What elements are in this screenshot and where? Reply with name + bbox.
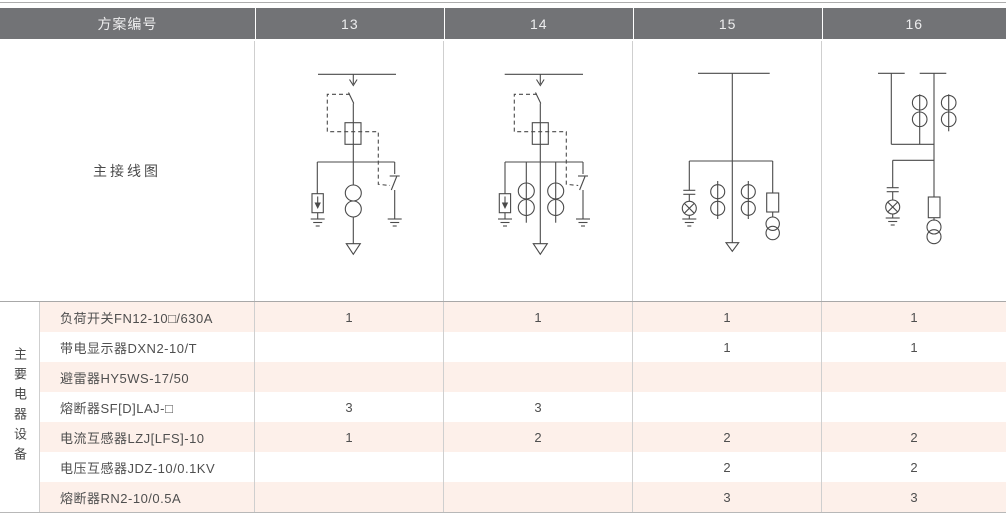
qty-scheme-14	[444, 362, 633, 392]
current-transformer-icon	[547, 162, 565, 223]
load-switch-icon	[535, 74, 545, 104]
header-scheme-number: 方案编号	[0, 8, 255, 39]
qty-scheme-14: 1	[444, 302, 633, 332]
arrester-icon	[498, 162, 512, 219]
fuse-icon	[531, 122, 549, 145]
qty-scheme-15: 1	[633, 302, 822, 332]
qty-scheme-13: 1	[255, 302, 444, 332]
qty-scheme-16	[822, 392, 1006, 422]
top-rule	[0, 2, 1006, 3]
diagram-row-label: 主接线图	[0, 41, 255, 301]
voltage-transformer-icon	[926, 196, 942, 245]
current-transformer-icon	[710, 181, 726, 219]
voltage-transformer-icon	[765, 161, 780, 241]
current-transformer-icon	[517, 162, 535, 223]
table-header-row: 方案编号 13 14 15 16	[0, 8, 1006, 39]
scheme-14-one-line-diagram	[498, 73, 590, 256]
table-row: 电压互感器JDZ-10/0.1KV 2 2	[40, 452, 1006, 482]
qty-scheme-15: 3	[633, 482, 822, 512]
qty-scheme-13: 3	[255, 392, 444, 422]
equipment-name: 熔断器SF[D]LAJ-□	[40, 392, 255, 422]
earthing-switch-icon	[387, 162, 402, 227]
qty-scheme-13	[255, 362, 444, 392]
qty-scheme-16: 2	[910, 429, 918, 445]
qty-scheme-14	[444, 452, 633, 482]
table-row: 负荷开关FN12-10□/630A 1 1 1 1	[40, 302, 1006, 332]
qty-scheme-16: 1	[910, 309, 918, 325]
fuse-icon	[344, 122, 362, 145]
earthing-switch-icon	[576, 162, 590, 227]
diagram-cell-15	[633, 41, 822, 301]
equipment-name: 负荷开关FN12-10□/630A	[40, 302, 255, 332]
header-scheme-15: 15	[632, 8, 822, 39]
qty-scheme-13	[255, 452, 444, 482]
equipment-name: 带电显示器DXN2-10/T	[40, 332, 255, 362]
equipment-name: 电流互感器LZJ[LFS]-10	[40, 422, 255, 452]
scheme-16-one-line-diagram	[878, 72, 957, 245]
arrester-icon	[311, 162, 324, 219]
outgoing-arrow-icon	[532, 243, 549, 256]
bottom-rule	[0, 512, 1006, 513]
qty-scheme-14	[444, 482, 633, 512]
live-display-lamp-icon	[885, 160, 901, 226]
interlock-dashed-line	[326, 93, 391, 187]
live-display-lamp-icon	[681, 161, 697, 227]
equipment-name: 电压互感器JDZ-10/0.1KV	[40, 452, 255, 482]
qty-scheme-13	[255, 332, 444, 362]
qty-scheme-13	[255, 482, 444, 512]
scheme-13-one-line-diagram	[310, 73, 402, 256]
equipment-section: 主要电器设备 负荷开关FN12-10□/630A 1 1 1 1 带电显示器DX…	[0, 302, 1006, 512]
scheme-15-one-line-diagram	[681, 72, 780, 253]
earth-icon	[498, 218, 512, 227]
header-scheme-14: 14	[443, 8, 633, 39]
outgoing-arrow-icon	[345, 243, 362, 256]
diagram-cell-14	[444, 41, 633, 301]
table-row: 电流互感器LZJ[LFS]-10 1 2 2 2	[40, 422, 1006, 452]
table-row: 熔断器SF[D]LAJ-□ 3 3	[40, 392, 1006, 422]
load-switch-icon	[348, 74, 358, 104]
qty-scheme-15: 1	[633, 332, 822, 362]
qty-scheme-14: 2	[444, 422, 633, 452]
equipment-group-label: 主要电器设备	[12, 347, 27, 467]
equipment-name: 熔断器RN2-10/0.5A	[40, 482, 255, 512]
equipment-group-cell: 主要电器设备	[0, 302, 40, 512]
equipment-name: 避雷器HY5WS-17/50	[40, 362, 255, 392]
qty-scheme-16	[822, 362, 1006, 392]
header-scheme-13: 13	[254, 8, 444, 39]
qty-scheme-15: 2	[633, 422, 822, 452]
qty-scheme-14	[444, 332, 633, 362]
table-row: 熔断器RN2-10/0.5A 3 3	[40, 482, 1006, 512]
qty-scheme-15	[633, 392, 822, 422]
equipment-rows: 负荷开关FN12-10□/630A 1 1 1 1 带电显示器DXN2-10/T…	[40, 302, 1006, 512]
interlock-dashed-line	[513, 93, 579, 187]
qty-scheme-14: 3	[444, 392, 633, 422]
current-transformer-icon	[940, 94, 957, 132]
diagram-cell-16	[822, 41, 1006, 301]
earth-icon	[310, 218, 325, 227]
current-transformer-icon	[740, 181, 756, 219]
qty-scheme-16: 3	[910, 489, 918, 505]
diagram-cell-13	[255, 41, 444, 301]
main-wiring-diagram-row: 主接线图	[0, 41, 1006, 302]
header-scheme-16: 16	[821, 8, 1006, 39]
table-row: 避雷器HY5WS-17/50	[40, 362, 1006, 392]
qty-scheme-15: 2	[633, 452, 822, 482]
qty-scheme-16: 1	[910, 339, 918, 355]
qty-scheme-13: 1	[255, 422, 444, 452]
outgoing-arrow-icon	[724, 242, 740, 253]
qty-scheme-15	[633, 362, 822, 392]
qty-scheme-16: 2	[910, 459, 918, 475]
current-transformer-icon	[344, 184, 362, 218]
table-row: 带电显示器DXN2-10/T 1 1	[40, 332, 1006, 362]
current-transformer-icon	[911, 94, 928, 145]
